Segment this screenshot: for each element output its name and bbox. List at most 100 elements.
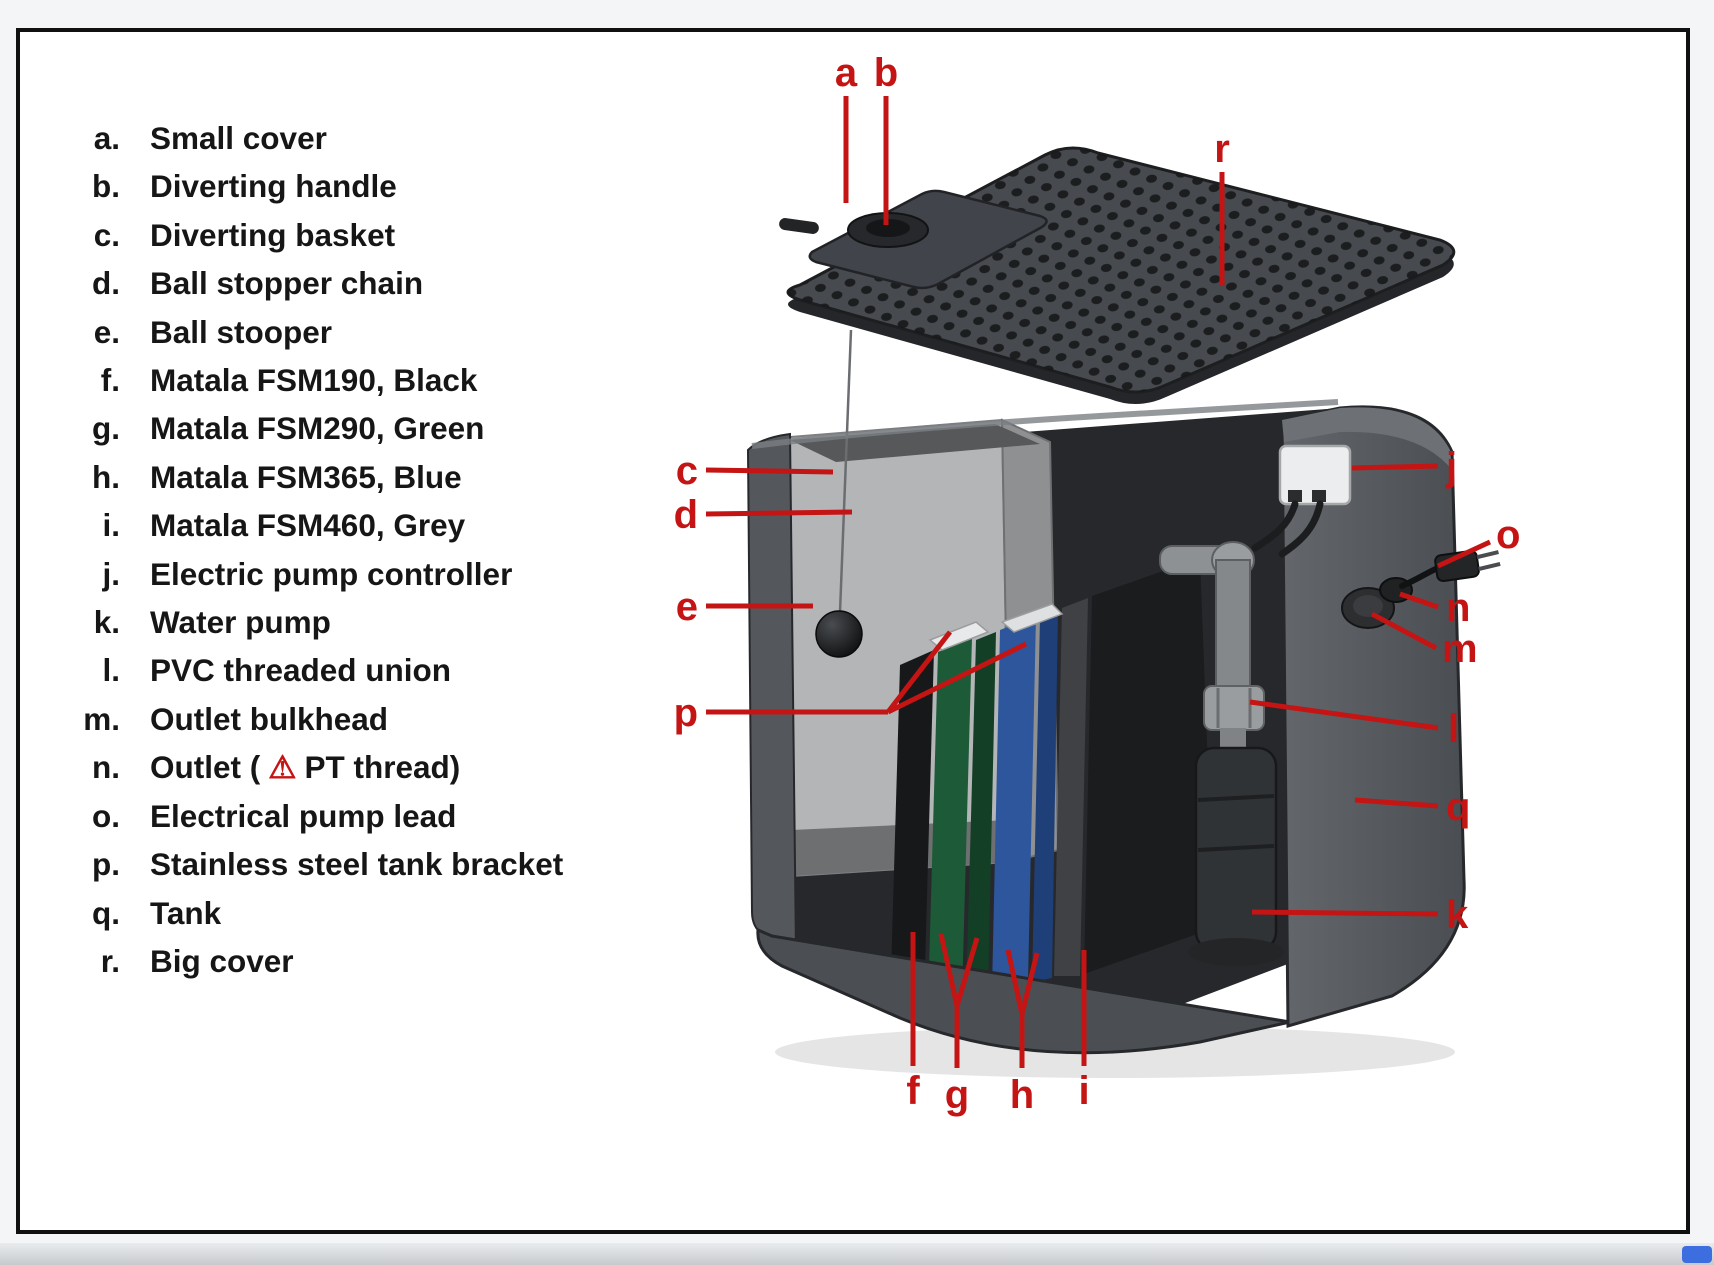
controller-cable-2 bbox=[1278, 500, 1324, 558]
callout-letter-l: l bbox=[1448, 707, 1459, 751]
legend-label: Electrical pump lead bbox=[150, 797, 457, 834]
legend-item-m: m. Outlet bulkhead bbox=[62, 695, 563, 743]
callout-line-q bbox=[1354, 797, 1439, 809]
callout-line-h bbox=[1005, 949, 1040, 1068]
callout-letter-h: h bbox=[1010, 1073, 1034, 1117]
legend-key: k. bbox=[93, 604, 120, 641]
legend-item-f: f. Matala FSM190, Black bbox=[62, 356, 563, 404]
callout-letter-o: o bbox=[1496, 513, 1520, 557]
plumbing bbox=[1159, 541, 1284, 966]
tank-rim bbox=[1282, 407, 1452, 470]
legend-item-o: o. Electrical pump lead bbox=[62, 792, 563, 840]
controller-cable bbox=[1251, 500, 1299, 552]
legend-item-k: k.Water pump bbox=[62, 598, 563, 646]
legend-key: n. bbox=[92, 749, 120, 786]
media-block bbox=[1084, 558, 1214, 974]
legend-item-n: n. Outlet (⚠PT thread) bbox=[62, 743, 563, 791]
filter-mats bbox=[890, 558, 1214, 1008]
callout-letter-c: c bbox=[676, 449, 698, 493]
legend-key: m. bbox=[83, 700, 120, 737]
tank-bracket-2 bbox=[1000, 603, 1064, 633]
bottom-edge-strip bbox=[0, 1243, 1714, 1265]
legend-label-pre: Outlet ( bbox=[150, 749, 261, 786]
callout-line-m bbox=[1370, 611, 1438, 651]
electric-pump-controller bbox=[1251, 444, 1352, 558]
legend-label: Outlet (⚠PT thread) bbox=[150, 743, 460, 791]
callout-letter-r: r bbox=[1214, 127, 1230, 171]
callout-line-j bbox=[1351, 463, 1439, 471]
callout-lines bbox=[705, 96, 1492, 1068]
callout-letter-q: q bbox=[1446, 785, 1470, 829]
callout-line-g bbox=[938, 933, 980, 1068]
diverting-handle-slot bbox=[866, 219, 910, 237]
legend-key: l. bbox=[102, 652, 120, 689]
callout-letter-i: i bbox=[1078, 1069, 1089, 1113]
legend-label: PVC threaded union bbox=[150, 652, 452, 689]
legend-item-e: e.Ball stooper bbox=[62, 308, 563, 356]
legend-item-c: c. Diverting basket bbox=[62, 211, 563, 259]
legend-label: Diverting handle bbox=[150, 168, 397, 205]
callout-letter-a: a bbox=[835, 51, 858, 95]
callout-letter-n: n bbox=[1446, 586, 1470, 630]
filter-mat-green-2 bbox=[966, 632, 996, 995]
legend-label-post: PT thread) bbox=[304, 749, 461, 786]
legend-key: p. bbox=[92, 846, 120, 883]
legend-label: Stainless steel tank bracket bbox=[150, 846, 564, 883]
legend-label: Outlet bulkhead bbox=[150, 700, 389, 737]
ball-stopper bbox=[815, 610, 863, 658]
legend-item-q: q. Tank bbox=[62, 889, 563, 937]
legend-key: o. bbox=[92, 797, 120, 834]
legend-label: Tank bbox=[150, 894, 222, 931]
legend-item-h: h.Matala FSM365, Blue bbox=[62, 453, 563, 501]
tank-bottom-front bbox=[756, 927, 1291, 1055]
legend-label: Small cover bbox=[150, 120, 327, 156]
filter-mat-blue bbox=[992, 616, 1036, 989]
legend-key: e. bbox=[93, 313, 120, 350]
standpipe bbox=[1215, 559, 1251, 691]
legend-key: a. bbox=[93, 120, 120, 156]
legend-key: j. bbox=[102, 555, 120, 592]
legend-item-d: d. Ball stopper chain bbox=[62, 259, 563, 307]
pump-outlet-pipe bbox=[1220, 728, 1246, 750]
callout-line-k bbox=[1251, 909, 1439, 917]
legend-key: g. bbox=[92, 410, 120, 447]
legend-key: q. bbox=[92, 894, 120, 931]
legend-label: Big cover bbox=[150, 942, 294, 979]
legend-item-a: a. Small cover bbox=[62, 114, 563, 162]
callout-line-d bbox=[705, 509, 853, 517]
big-cover bbox=[779, 146, 1456, 405]
pump-base bbox=[1188, 938, 1284, 966]
legend-label: Diverting basket bbox=[150, 216, 396, 253]
power-plug bbox=[1434, 549, 1480, 583]
callout-line-o bbox=[1436, 539, 1492, 569]
legend-key: r. bbox=[100, 942, 120, 979]
bottom-right-accent bbox=[1682, 1246, 1712, 1263]
legend-label: Ball stopper chain bbox=[150, 265, 424, 302]
legend-label: Matala FSM290, Green bbox=[150, 410, 485, 447]
legend-key: h. bbox=[92, 458, 120, 495]
legend-item-p: p. Stainless steel tank bracket bbox=[62, 840, 563, 888]
legend-item-l: l. PVC threaded union bbox=[62, 646, 563, 694]
pvc-threaded-union bbox=[1203, 685, 1265, 731]
legend-key: c. bbox=[93, 216, 120, 253]
filter-mat-grey bbox=[1054, 598, 1088, 976]
legend-item-j: j.Electric pump controller bbox=[62, 550, 563, 598]
warning-icon: ⚠ bbox=[268, 749, 297, 786]
legend-label: Matala FSM190, Black bbox=[150, 362, 478, 399]
callout-line-l bbox=[1249, 699, 1439, 731]
legend-key: d. bbox=[92, 265, 120, 302]
legend-key: f. bbox=[100, 362, 120, 399]
callout-letter-d: d bbox=[674, 493, 698, 537]
callout-line-n bbox=[1399, 591, 1439, 610]
tank-rim-edge bbox=[751, 399, 1339, 449]
cover-grip-slot bbox=[779, 218, 819, 234]
callout-letters: a b r c d e p j o n m l q k f g h i bbox=[674, 51, 1521, 1117]
callout-letter-e: e bbox=[676, 585, 698, 629]
callout-letter-j: j bbox=[1445, 445, 1457, 489]
legend-label: Matala FSM460, Grey bbox=[150, 507, 466, 544]
callout-letter-g: g bbox=[945, 1073, 969, 1117]
filter-mat-blue-2 bbox=[1032, 610, 1058, 982]
callout-line-c bbox=[705, 467, 834, 475]
small-cover bbox=[808, 189, 1048, 290]
